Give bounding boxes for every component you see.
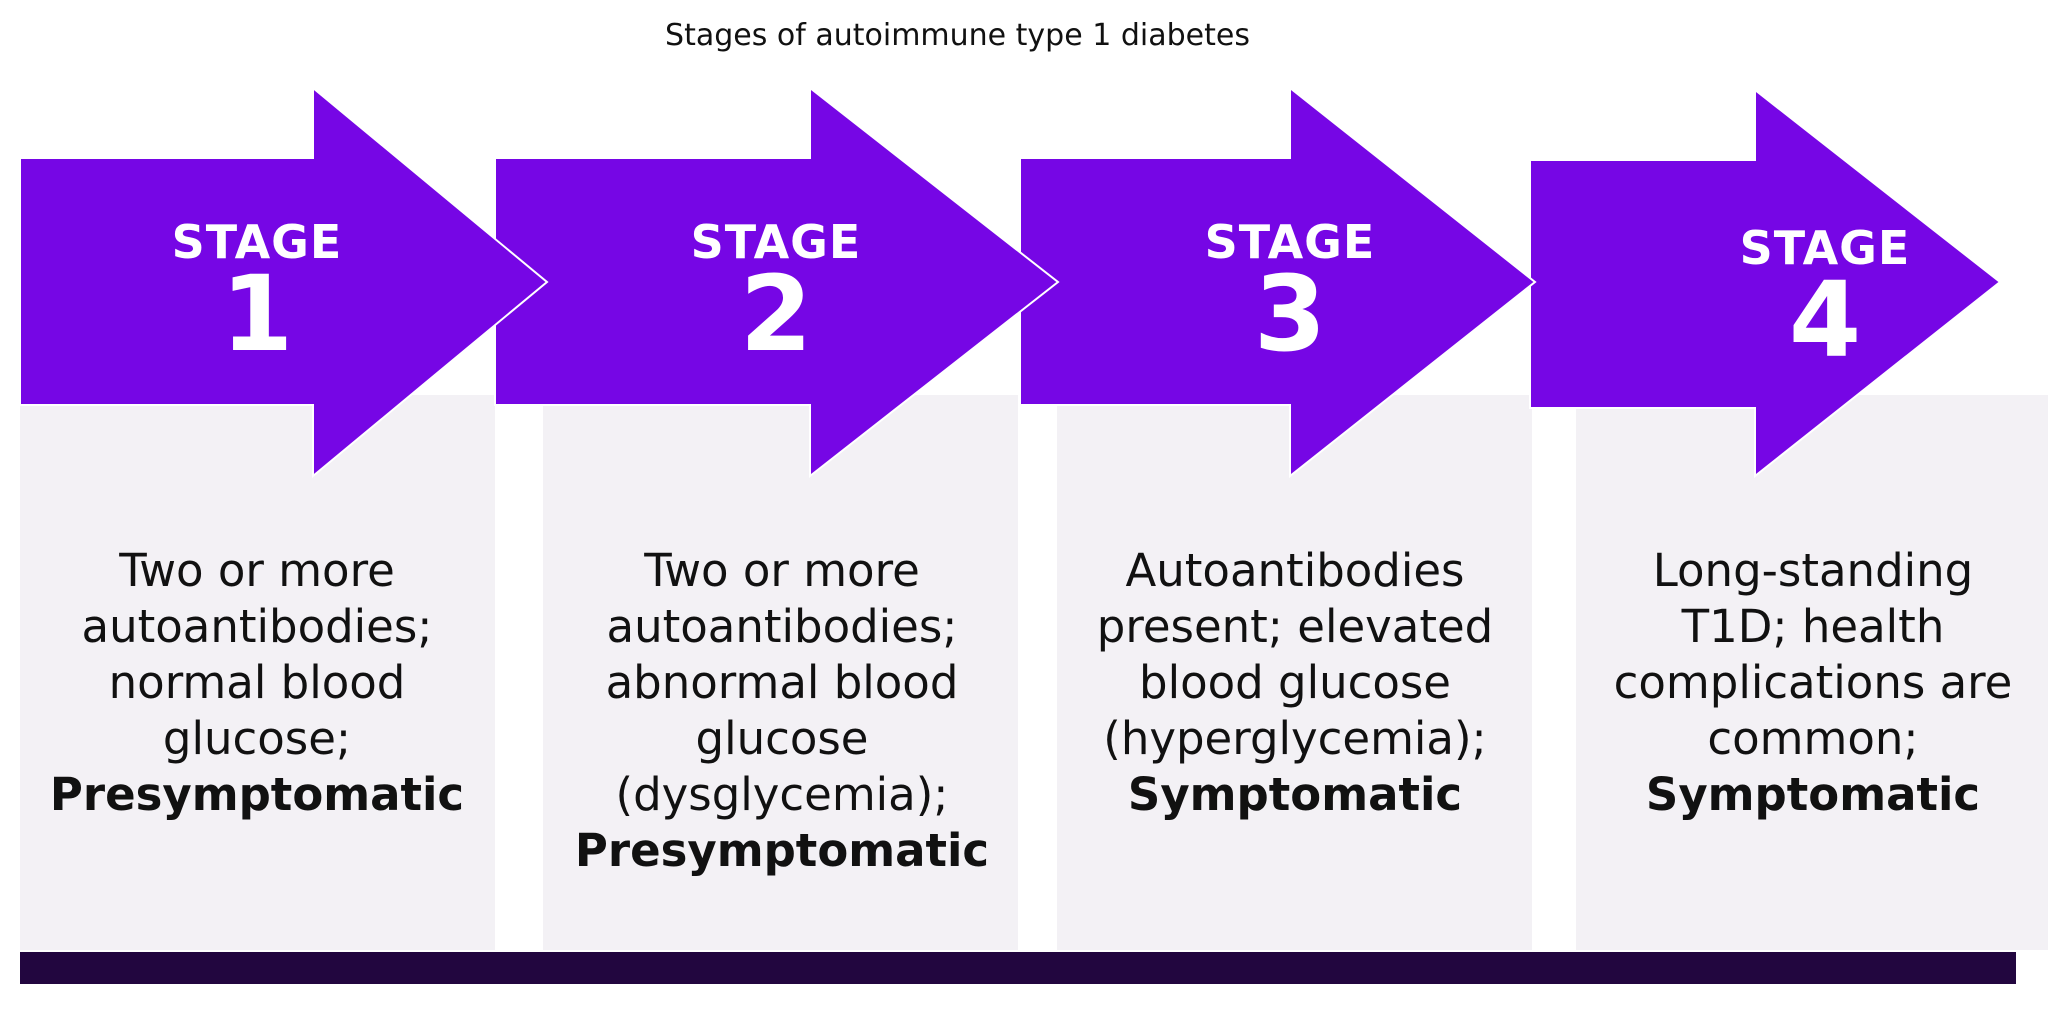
stage-2-line-1: Two or more	[644, 544, 920, 597]
stage-2-line-5: (dysglycemia);	[615, 768, 949, 821]
stage-3-word: STAGE	[1204, 215, 1376, 269]
stage-2-header: STAGE 2	[646, 215, 906, 375]
stage-2-number: 2	[739, 253, 813, 375]
stage-2-word: STAGE	[690, 215, 862, 269]
stage-1-line-1: Two or more	[119, 544, 395, 597]
stage-1-header: STAGE 1	[127, 215, 387, 375]
stage-4-line-1: Long-standing	[1652, 544, 1974, 597]
stage-3-number: 3	[1253, 253, 1327, 375]
stage-2-line-2: autoantibodies;	[606, 600, 958, 653]
stage-4-line-3: complications are	[1613, 656, 2013, 709]
stage-2-panel	[543, 395, 1018, 950]
bottom-bar	[20, 952, 2016, 984]
stage-4-line-2: T1D; health	[1681, 600, 1945, 653]
stage-4-description: Long-standing T1D; health complications …	[1583, 543, 2043, 823]
stage-3-arrow	[1019, 85, 1537, 479]
stage-1-arrow	[19, 85, 549, 479]
stage-4-line-4: common;	[1707, 712, 1919, 765]
stage-3-line-1: Autoantibodies	[1125, 544, 1465, 597]
stage-4-word: STAGE	[1739, 221, 1911, 275]
stage-2-line-3: abnormal blood	[605, 656, 959, 709]
stage-1-line-2: autoantibodies;	[81, 600, 433, 653]
stage-4-emphasis: Symptomatic	[1645, 768, 1981, 821]
stage-4-number: 4	[1788, 259, 1862, 381]
stage-1-panel	[20, 395, 495, 950]
stage-1-line-4: glucose;	[162, 712, 352, 765]
stage-3-panel	[1057, 395, 1532, 950]
stage-2-line-4: glucose	[695, 712, 869, 765]
stage-2-arrow	[494, 85, 1060, 479]
stage-4-panel	[1576, 395, 2048, 950]
stage-2-description: Two or more autoantibodies; abnormal blo…	[552, 543, 1012, 879]
stage-3-description: Autoantibodies present; elevated blood g…	[1065, 543, 1525, 823]
stage-4-header: STAGE 4	[1695, 221, 1955, 381]
stage-1-line-3: normal blood	[108, 656, 406, 709]
stage-4-arrow	[1529, 87, 2002, 479]
stage-3-line-4: (hyperglycemia);	[1103, 712, 1487, 765]
stage-1-description: Two or more autoantibodies; normal blood…	[27, 543, 487, 823]
stage-1-emphasis: Presymptomatic	[49, 768, 465, 821]
stage-3-header: STAGE 3	[1160, 215, 1420, 375]
stage-3-emphasis: Symptomatic	[1127, 768, 1463, 821]
stage-3-line-2: present; elevated	[1096, 600, 1494, 653]
stage-2-emphasis: Presymptomatic	[574, 824, 990, 877]
stage-1-number: 1	[220, 253, 294, 375]
stage-1-word: STAGE	[171, 215, 343, 269]
diagram-title: Stages of autoimmune type 1 diabetes	[665, 18, 1250, 53]
stage-3-line-3: blood glucose	[1139, 656, 1451, 709]
